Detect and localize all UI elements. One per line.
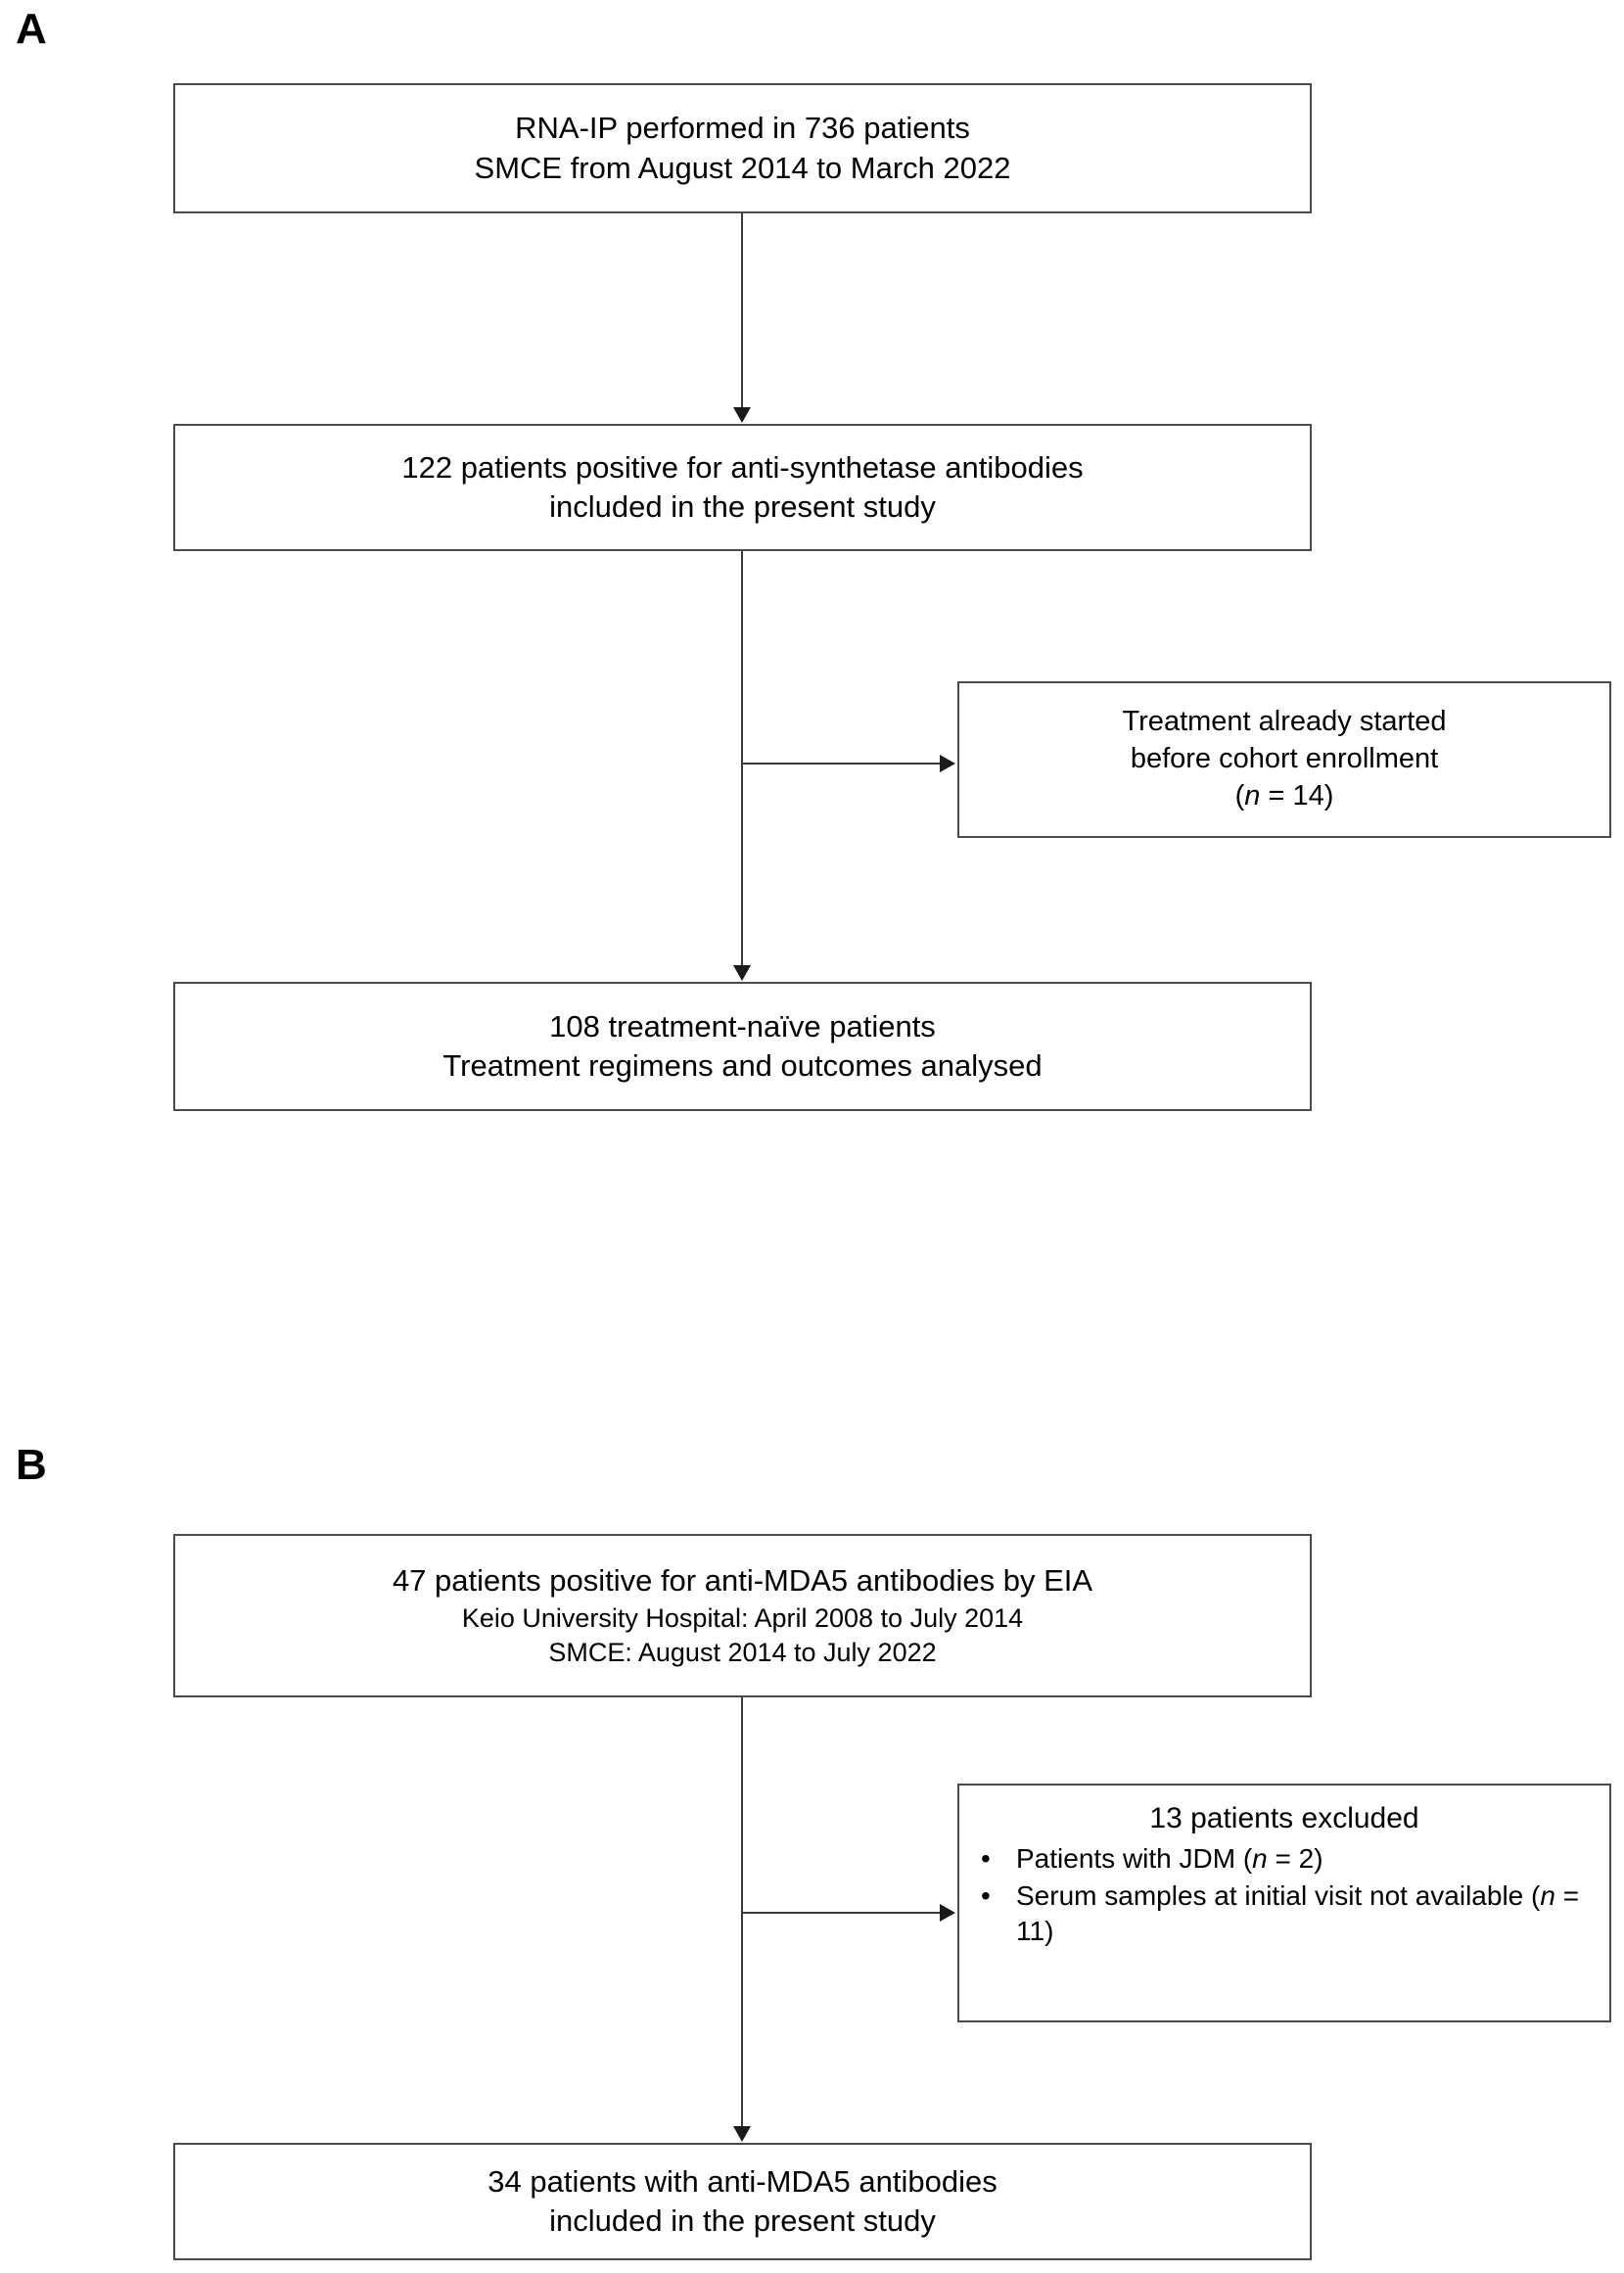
box-a-treatment-naive-final: 108 treatment-naïve patients Treatment r…: [173, 982, 1312, 1111]
box-b-bullet-2-text: Serum samples at initial visit not avail…: [1016, 1879, 1541, 1911]
connector-a-start-to-included: [741, 213, 743, 409]
box-a-rna-ip-line-1: RNA-IP performed in 736 patients: [515, 111, 970, 146]
connector-a-included-to-final: [741, 551, 743, 967]
box-b-final-line-2: included in the present study: [549, 2203, 936, 2238]
box-b-bullet-1-symbol: n: [1252, 1843, 1268, 1874]
box-a-final-line-2: Treatment regimens and outcomes analysed: [442, 1048, 1043, 1083]
box-b-exclusion-reason-list: •Patients with JDM (n = 2) •Serum sample…: [959, 1841, 1609, 1950]
box-b-bullet-2-value: = 11): [1016, 1879, 1580, 1946]
box-b-anti-mda5-eia-cohort: 47 patients positive for anti-MDA5 antib…: [173, 1534, 1312, 1697]
box-a-excluded-count-value: = 14): [1260, 779, 1334, 812]
box-b-anti-mda5-final: 34 patients with anti-MDA5 antibodies in…: [173, 2143, 1312, 2260]
box-a-included-line-2: included in the present study: [549, 489, 936, 524]
arrow-right-a-excluded: [940, 755, 955, 772]
box-b-start-line-3: SMCE: August 2014 to July 2022: [548, 1637, 937, 1667]
box-a-excluded-count: (n = 14): [959, 778, 1609, 815]
arrow-right-b-excluded: [940, 1904, 955, 1922]
box-b-patients-excluded: 13 patients excluded • Patients with JDM …: [957, 1784, 1611, 2022]
arrow-down-a-included: [733, 407, 751, 423]
box-a-final-line-1: 108 treatment-naïve patients: [549, 1008, 936, 1044]
bullet-icon: •: [981, 1843, 991, 1874]
panel-label-a: A: [16, 5, 47, 53]
box-a-excluded-line-1: Treatment already started: [1122, 706, 1447, 738]
box-a-excluded-line-2: before cohort enrollment: [1130, 743, 1439, 775]
box-b-bullet-1-value: = 2): [1267, 1843, 1323, 1874]
arrow-down-b-final: [733, 2126, 751, 2142]
box-a-included-line-1: 122 patients positive for anti-synthetas…: [401, 449, 1084, 485]
box-b-start-line-2: Keio University Hospital: April 2008 to …: [461, 1602, 1024, 1633]
box-a-rna-ip-cohort: RNA-IP performed in 736 patients SMCE fr…: [173, 83, 1312, 213]
box-b-excluded-title: 13 patients excluded: [1149, 1802, 1419, 1834]
box-b-final-line-1: 34 patients with anti-MDA5 antibodies: [487, 2163, 998, 2199]
connector-b-branch-excluded: [741, 1912, 942, 1914]
box-b-bullet-1-text: Patients with JDM (: [1016, 1843, 1253, 1874]
box-a-excluded-count-prefix: (: [1234, 779, 1245, 812]
connector-a-branch-excluded: [741, 763, 942, 765]
panel-label-b: B: [16, 1441, 47, 1489]
list-item: • Serum samples at initial visit not avai…: [959, 1879, 1609, 1949]
arrow-down-a-final: [733, 965, 751, 981]
box-a-anti-synthetase-included: 122 patients positive for anti-synthetas…: [173, 424, 1312, 551]
box-a-rna-ip-line-2: SMCE from August 2014 to March 2022: [474, 150, 1011, 185]
list-item: • Patients with JDM (n = 2): [959, 1841, 1609, 1877]
bullet-icon: •: [981, 1879, 991, 1911]
box-b-start-line-1: 47 patients positive for anti-MDA5 antib…: [392, 1563, 1093, 1599]
box-b-bullet-2-symbol: n: [1540, 1879, 1555, 1911]
box-a-excluded-count-symbol: n: [1244, 779, 1261, 812]
box-a-treatment-already-started: Treatment already started before cohort …: [957, 681, 1611, 838]
